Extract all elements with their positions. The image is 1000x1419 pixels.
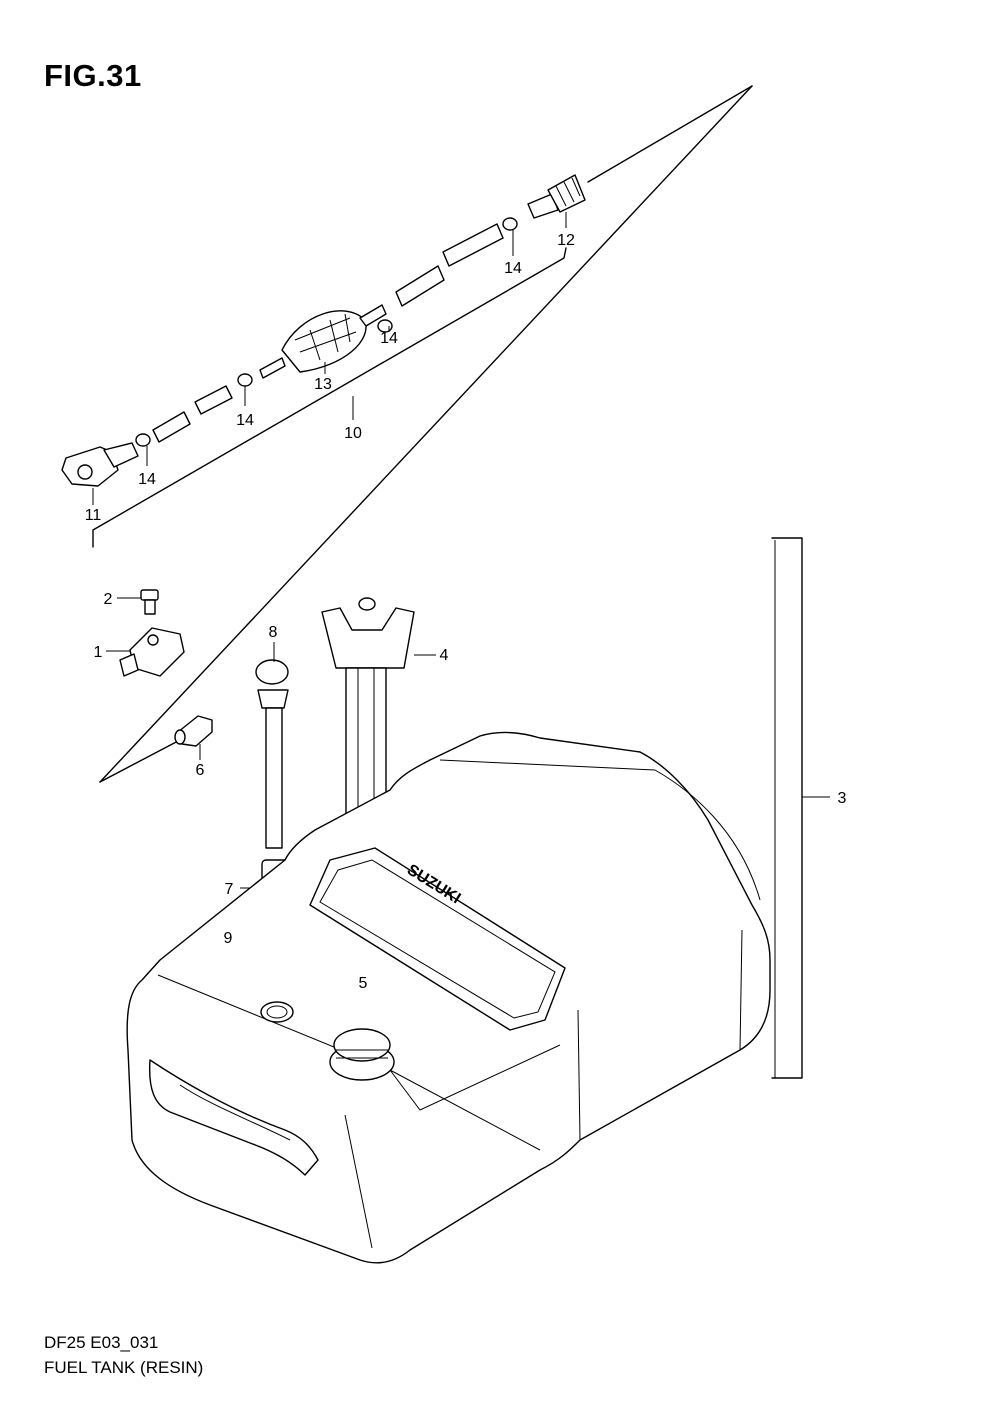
- callout-3: 3: [838, 790, 847, 807]
- tank-assembly-bracket: [771, 537, 830, 1079]
- callout-14-b: 14: [236, 412, 254, 429]
- callout-1: 1: [94, 644, 103, 661]
- fitting-6-icon: [174, 715, 213, 760]
- callout-10: 10: [344, 425, 362, 442]
- callout-9: 9: [224, 930, 233, 947]
- callout-11: 11: [85, 507, 102, 524]
- callout-13: 13: [314, 376, 332, 393]
- hose-segment-icon: [152, 223, 504, 443]
- callout-8: 8: [269, 624, 278, 641]
- fuel-tank-3-icon: [126, 540, 776, 1264]
- hose-clamp-14-icon: [135, 217, 518, 447]
- callout-7: 7: [225, 881, 234, 898]
- fuel-line-assembly-bracket: [99, 85, 753, 783]
- callout-2: 2: [104, 591, 113, 608]
- diagram-code: DF25 E03_031: [44, 1333, 159, 1352]
- connector-12-icon: [527, 174, 586, 219]
- pickup-tube-8-icon: [255, 642, 289, 849]
- callout-12: 12: [557, 232, 575, 249]
- callout-4: 4: [440, 647, 449, 664]
- hose-assembly-bracket: [92, 247, 567, 548]
- callout-14-a: 14: [138, 471, 156, 488]
- bolt-2-icon: [117, 589, 159, 615]
- connector-1-icon: [106, 627, 185, 677]
- callout-5: 5: [359, 975, 368, 992]
- callout-14-d: 14: [504, 260, 522, 277]
- callout-6: 6: [196, 762, 205, 779]
- diagram-name: FUEL TANK (RESIN): [44, 1358, 204, 1377]
- primer-bulb-13-icon: [259, 304, 387, 379]
- callout-labels: 11 14 14 10 13 14 14 12 2 1 6 8 4 7 9 5 …: [85, 232, 847, 992]
- callout-14-c: 14: [380, 330, 398, 347]
- hose-leader-lines: [92, 212, 567, 505]
- figure-title: FIG.31: [44, 58, 142, 93]
- connector-11-icon: [61, 442, 139, 487]
